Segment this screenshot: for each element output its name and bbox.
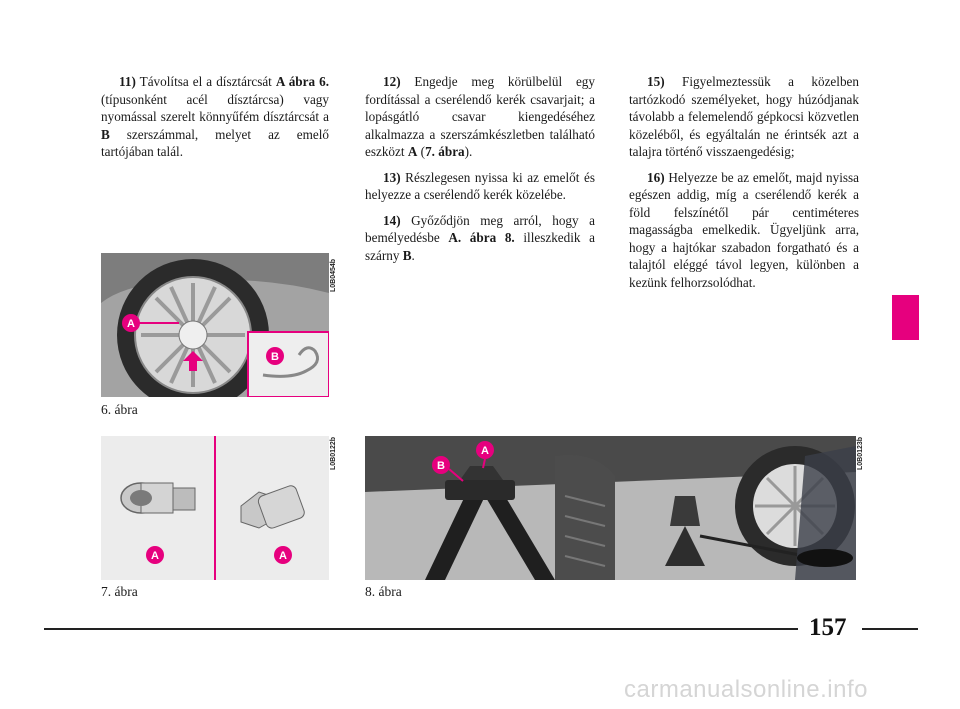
wheel-illustration: A B (101, 253, 329, 397)
fig8-label-a: A (481, 445, 489, 457)
fig8-label-b: B (437, 460, 445, 472)
figure-8-jack: B A (365, 436, 856, 580)
footer-rule-left (44, 628, 798, 630)
page-number: 157 (809, 614, 847, 641)
figure-7-bolt-tool: A A (101, 436, 329, 580)
step-15: 15) Figyelmeztessük a közelben tartózkod… (629, 74, 859, 159)
step-14: 14) Győződjön meg arról, hogy a bemélyed… (365, 212, 595, 263)
fig6-code: L0B0454b (330, 258, 337, 292)
adaptor-left (120, 482, 196, 514)
chapter-tab (892, 295, 919, 340)
fig7-caption: 7. ábra (101, 584, 138, 599)
step-12: 12) Engedje meg körülbelül egy fordításs… (365, 74, 595, 159)
watermark: carmanualsonline.info (624, 676, 868, 703)
fig6-label-b: B (271, 351, 279, 363)
footer-rule-right (862, 628, 918, 630)
text-column-1: 11) Távolítsa el a dísztárcsát A ábra 6.… (101, 73, 329, 169)
jack-illustration: B A (365, 436, 856, 580)
fig6-caption: 6. ábra (101, 402, 138, 417)
fig8-caption: 8. ábra (365, 584, 402, 599)
step-11: 11) Távolítsa el a dísztárcsát A ábra 6.… (101, 74, 329, 159)
fig7-code: L0B0122b (330, 436, 337, 470)
step-16: 16) Helyezze be az emelőt, majd nyissa e… (629, 169, 859, 290)
fig6-label-a: A (127, 318, 135, 330)
fig8-code: L0B0123b (857, 436, 864, 470)
bolt-tool-illustration: A A (101, 436, 329, 580)
figure-6-wheel: A B (101, 253, 329, 397)
text-column-2: 12) Engedje meg körülbelül egy fordításs… (365, 73, 595, 272)
adaptor-right (240, 485, 305, 529)
step-13: 13) Részlegesen nyissa ki az emelőt és h… (365, 169, 595, 203)
text-column-3: 15) Figyelmeztessük a közelben tartózkod… (629, 73, 859, 299)
fig7-label-a2: A (279, 550, 287, 562)
fig7-label-a1: A (151, 550, 159, 562)
